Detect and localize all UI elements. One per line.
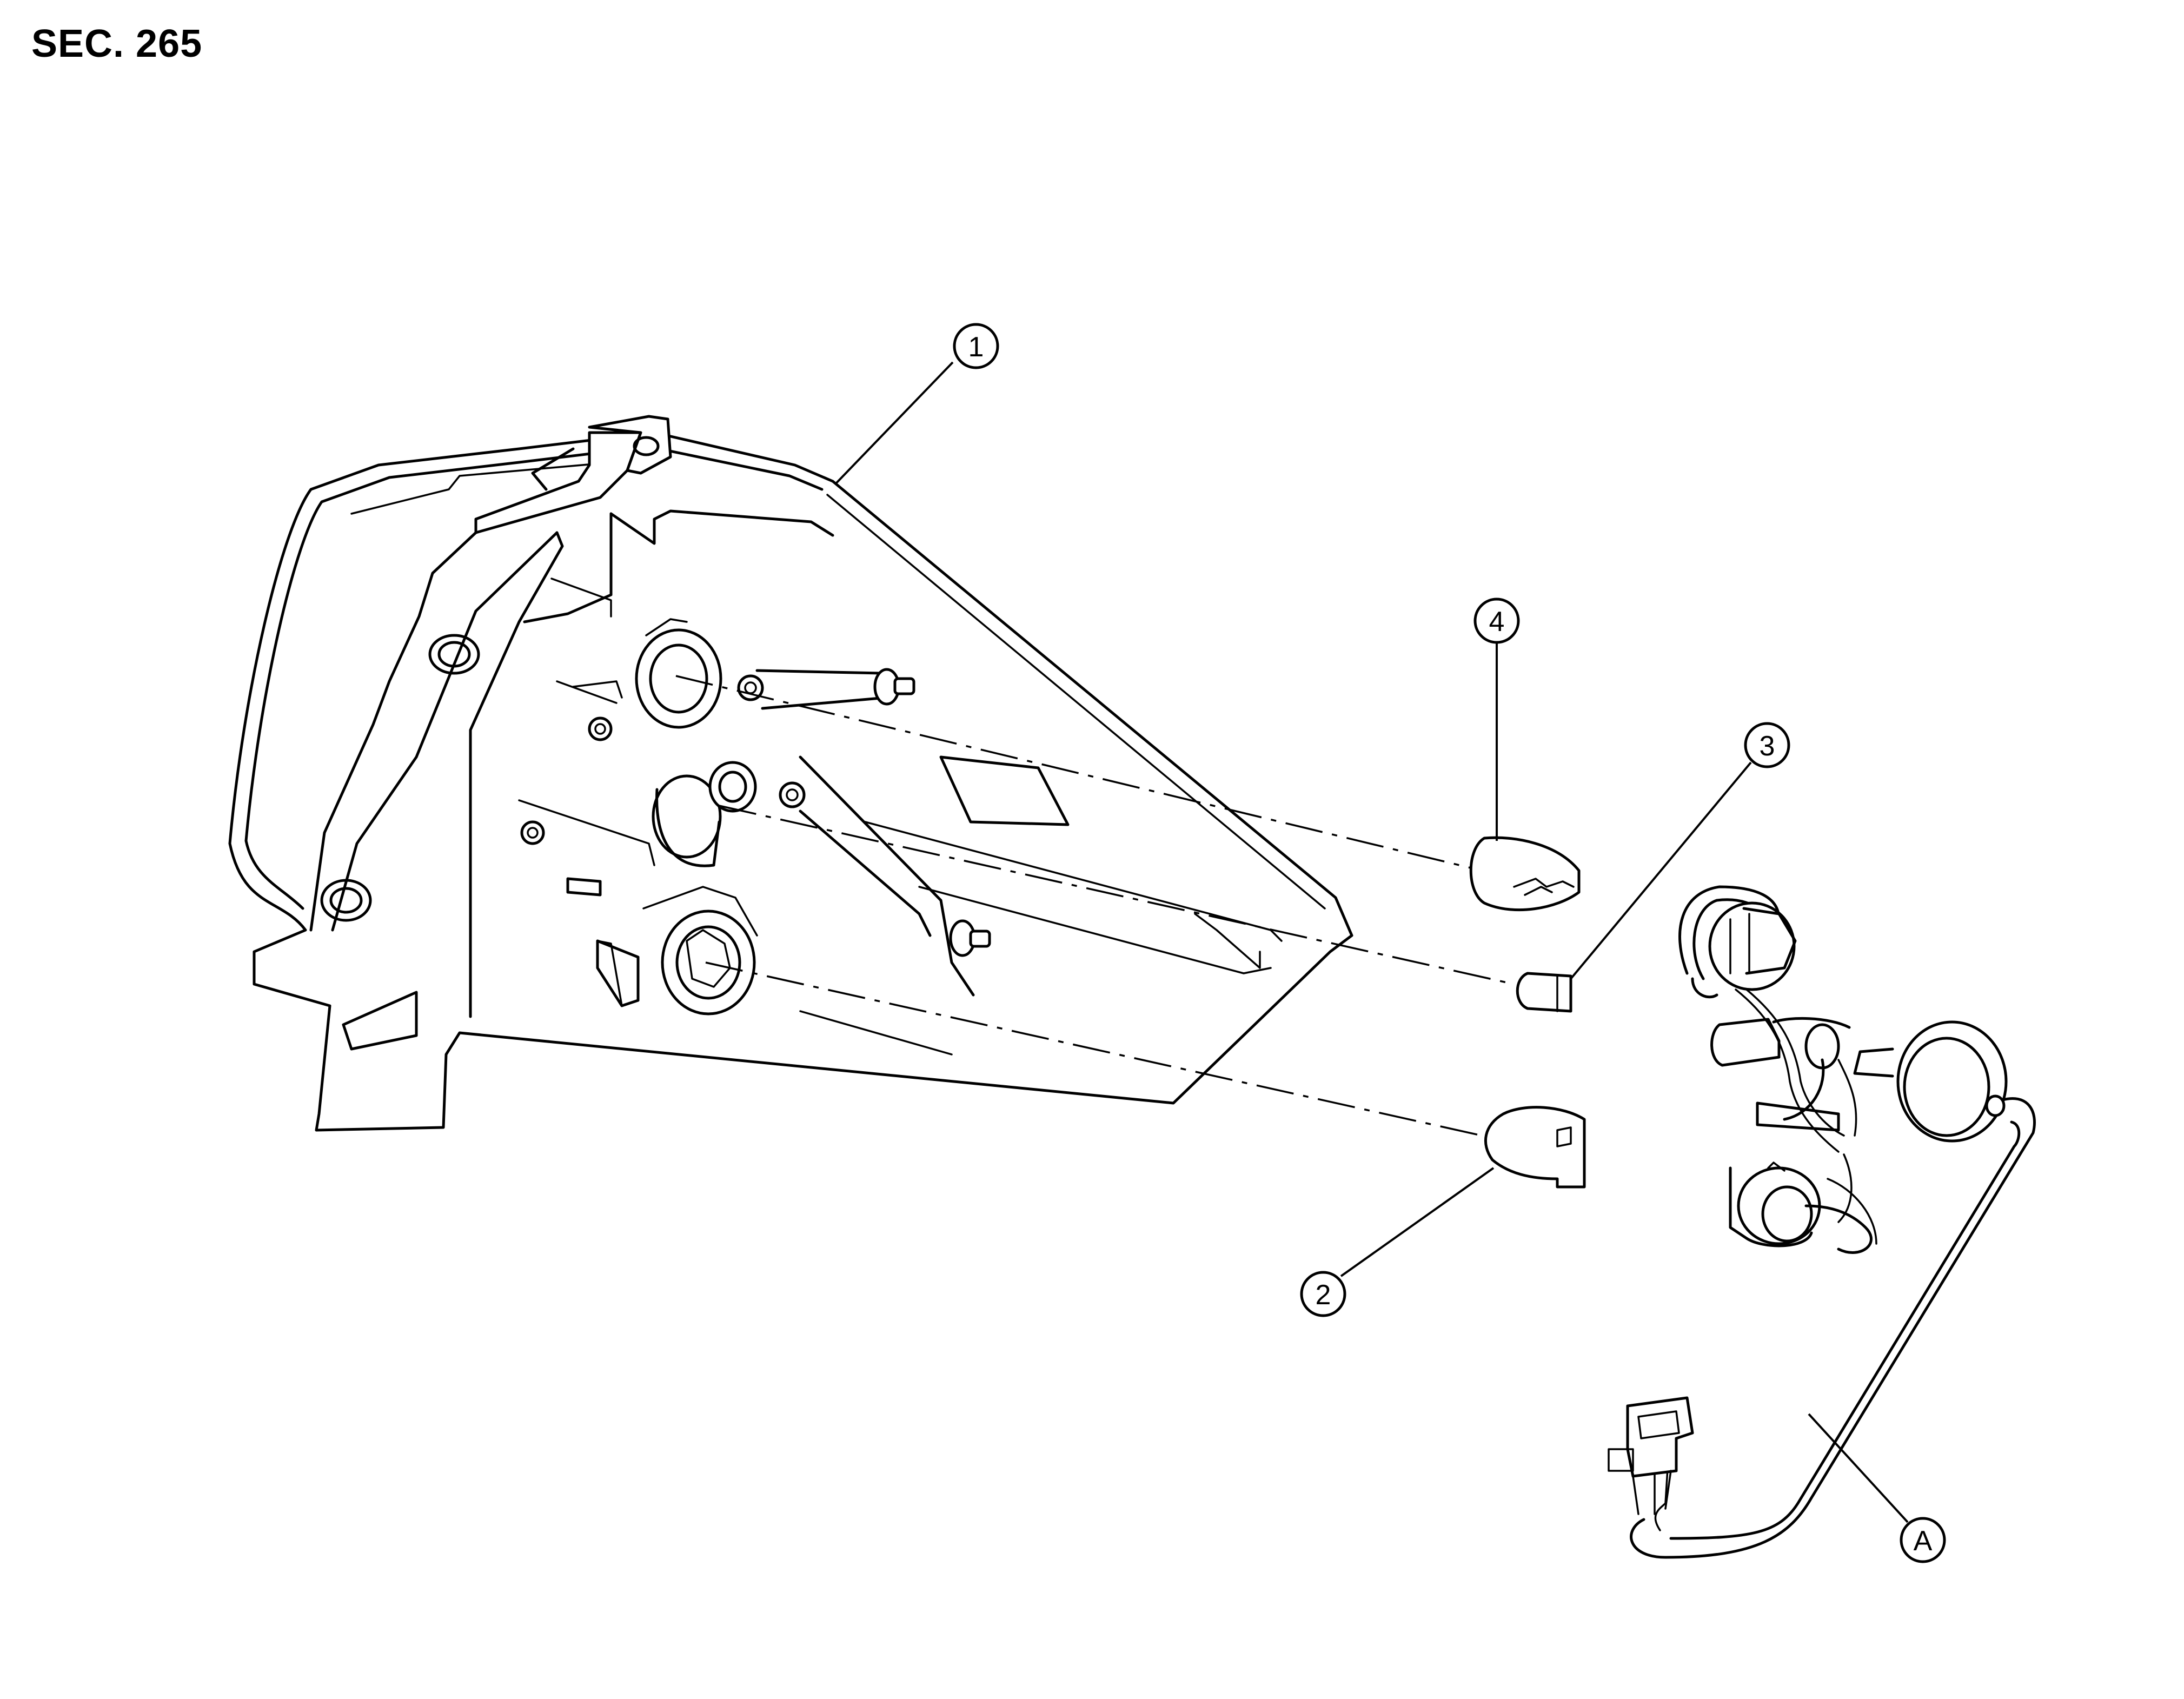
locator-pin-lower (799, 809, 991, 957)
bulb-2 (1484, 1106, 1586, 1189)
callout-2: 2 (1300, 1167, 1495, 1317)
harness-connector (1608, 1396, 1694, 1515)
callout-1: 1 (834, 323, 999, 485)
bulb-3 (1516, 972, 1572, 1013)
housing-grommet-lower (320, 879, 372, 922)
lamp-housing (228, 415, 1353, 1132)
housing-screw-2 (520, 820, 545, 845)
callout-4-label: 4 (1489, 606, 1505, 638)
harness-socket-middle (1710, 1017, 1851, 1132)
harness-socket-lower (1729, 1162, 1877, 1254)
locator-pin-upper (755, 668, 915, 710)
housing-grommet-upper (428, 634, 480, 675)
housing-screw-1 (588, 716, 613, 741)
lower-socket-hole (642, 886, 758, 1016)
upper-socket-hole (635, 618, 722, 729)
harness-socket-upper (1678, 885, 1797, 999)
callout-1-label: 1 (968, 331, 984, 363)
harness-A (1608, 885, 2036, 1559)
housing-screw-4 (779, 781, 806, 808)
callout-4: 4 (1473, 598, 1520, 841)
harness-grommet (1853, 1020, 2008, 1143)
bulb-4 (1469, 836, 1581, 912)
callout-2-label: 2 (1316, 1279, 1331, 1311)
middle-socket-hole (652, 761, 757, 867)
callout-3: 3 (1570, 722, 1790, 980)
callout-A-label: A (1914, 1525, 1933, 1557)
section-label: SEC. 265 (31, 22, 203, 65)
callout-A: A (1808, 1413, 1946, 1563)
alignment-lines (675, 675, 1515, 1137)
callout-3-label: 3 (1760, 731, 1775, 762)
